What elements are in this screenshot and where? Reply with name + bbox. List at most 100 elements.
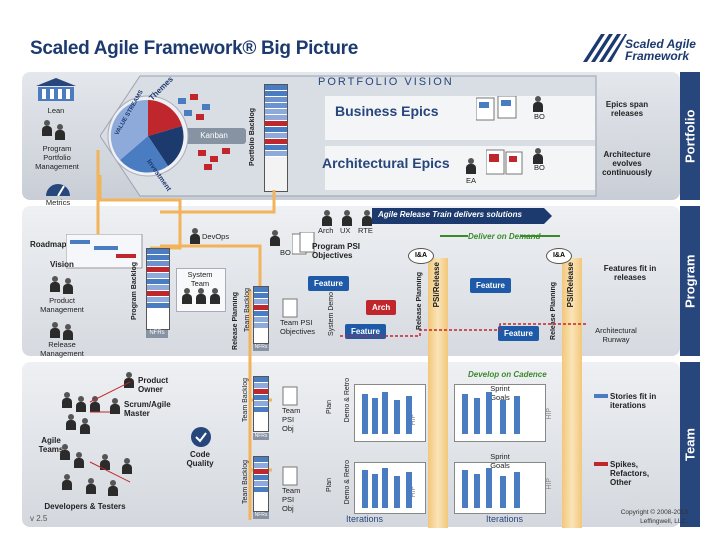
psi-release-2-label: PSI/Release [566,262,575,308]
team-member-4-icon [66,414,76,430]
logo-line2: Framework [625,49,690,63]
iteration-sticks [362,392,520,508]
metrics-gauge-icon [46,184,70,196]
team-member-12-icon [108,480,118,496]
business-owner-icon [533,96,543,112]
product-owner-label: Product Owner [138,376,169,394]
program-nfrs: NFRs [146,330,168,338]
lean-label: Lean [47,106,65,115]
feature-card-4: Feature [498,326,539,341]
business-epics-label: Business Epics [335,103,439,119]
ia-badge-2: I&A [546,248,572,264]
art-train-arrow [372,208,552,224]
agile-teams-label: Agile Teams [38,436,64,454]
page-title: Scaled Agile Framework® Big Picture [30,38,359,59]
sprint-goals-2-label: Sprint Goals [490,452,510,470]
program-team-backlog [253,286,269,344]
feature-card-1: Feature [308,276,349,291]
lean-building-icon [36,78,76,101]
psi-release-bar-1 [428,258,448,528]
architectural-epics-label: Architectural Epics [322,155,450,171]
metrics-label: Metrics [45,198,71,207]
ux-role-icon [342,210,352,226]
plan-2-label: Plan [326,478,333,493]
develop-on-cadence-label: Develop on Cadence [468,370,547,379]
program-backlog-label: Program Backlog [131,262,138,320]
team-psi-doc-icon [282,298,298,318]
demo-retro-2-label: Demo & Retro [344,460,351,505]
kanban-epics-2-icon [198,148,230,170]
team-backlog-1 [253,376,269,432]
logo-line1: Scaled Agile [625,37,696,51]
themes-investment-wheel-icon [107,95,189,177]
bo-label-1: BO [534,112,545,121]
ia-badge-1: I&A [408,248,434,264]
arch-role-label: Arch [318,226,334,235]
psi-release-1-label: PSI/Release [432,262,441,308]
enterprise-architect-icon [466,158,476,174]
program-psi-doc-icon [292,232,315,255]
portfolio-backlog [264,84,288,192]
team-psi-objectives-label: Team PSI Objectives [280,318,316,336]
team-nfrs-1: NFRs [253,433,269,440]
team-backlog-2 [253,456,269,512]
ppm-label: Program Portfolio Management [35,144,79,171]
team-member-10-icon [62,474,72,490]
ea-label: EA [466,176,477,185]
program-bo-label: BO [280,248,291,257]
system-team-label: System Team [187,270,213,288]
roadmap-icon [66,234,143,269]
deliver-on-demand-label: Deliver on Demand [468,232,541,241]
business-epic-doc-icon [476,96,517,121]
product-manager-2-icon [63,278,73,294]
team-member-1-icon [62,392,72,408]
team-backlog-2-label: Team Backlog [242,460,249,504]
kanban-epics-icon [178,94,210,120]
program-bo-icon [270,230,280,246]
logo-stripes-icon [583,34,627,62]
team-psi-obj-2-doc-icon [282,466,298,486]
sprint-goals-1-label: Sprint Goals [490,384,510,402]
copyright-label: Copyright © 2008-2013 Leffingwell, LLC. [620,509,688,525]
product-management-label: Product Management [40,296,84,314]
version-label: v 2.5 [30,514,48,523]
ppm-person-icon [42,120,52,136]
arch-role-icon [322,210,332,226]
iterations-2-label: Iterations [486,514,524,524]
code-quality-label: Code Quality [186,450,214,468]
psi-release-bar-2 [562,258,582,528]
architectural-runway-line [340,323,586,337]
team-member-9-icon [122,458,132,474]
team-member-6-icon [60,444,70,460]
rte-role-label: RTE [358,226,373,235]
bo-label-2: BO [534,163,545,172]
spikes-note: Spikes, Refactors, Other [610,460,650,487]
devops-person-icon [190,228,200,244]
scrum-master-icon [110,398,120,414]
features-fit-note: Features fit in releases [603,264,657,282]
art-banner-label: Agile Release Train delivers solutions [378,210,522,219]
team-psi-obj-1-doc-icon [282,386,298,406]
system-team-person-icon [182,288,192,304]
arch-card: Arch [366,300,397,315]
team-member-5-icon [80,418,90,434]
architectural-runway-label: Architectural Runway [595,326,637,344]
release-management-label: Release Management [40,340,84,358]
developers-testers-label: Developers & Testers [44,502,126,511]
roadmap-label: Roadmap [30,240,67,249]
program-team-backlog-label: Team Backlog [244,288,251,332]
architecture-evolves-note: Architecture evolves continuously [602,150,652,177]
vision-label: Vision [50,260,74,269]
iterations-1-label: Iterations [346,514,384,524]
feature-card-3: Feature [470,278,511,293]
stories-note: Stories fit in iterations [610,392,657,410]
team-psi-obj-1-label: Team PSI Obj [282,406,301,433]
release-manager-icon [50,322,60,338]
architectural-epic-doc-icon [486,149,523,175]
program-backlog [146,248,170,330]
kanban-box: Kanban [182,128,246,144]
team-member-8-icon [100,454,110,470]
devops-label: DevOps [202,232,230,241]
business-owner-2-icon [533,148,543,164]
team-connector-lines [89,381,131,483]
